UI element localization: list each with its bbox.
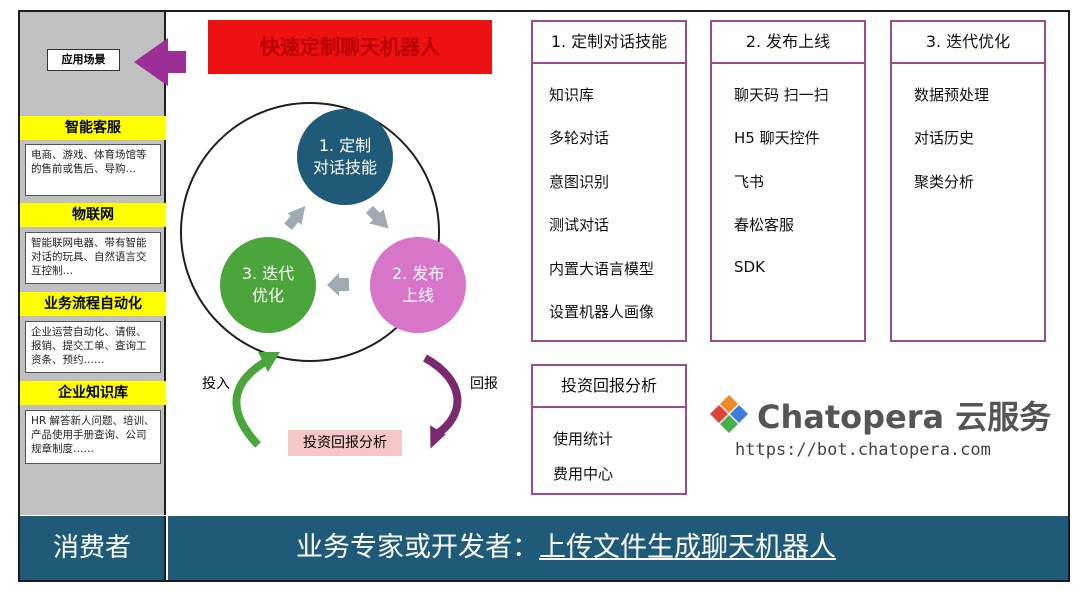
scene-label: 应用场景 <box>47 49 120 71</box>
developer-bar: 业务专家或开发者：上传文件生成聊天机器人 <box>168 516 1068 580</box>
box-item: 聚类分析 <box>914 173 975 191</box>
box-item: 设置机器人画像 <box>549 303 655 321</box>
small-arrow-icon <box>327 273 349 296</box>
box-item: 费用中心 <box>553 465 614 483</box>
small-arrow-icon <box>365 205 389 229</box>
cycle-node-customize: 1. 定制对话技能 <box>297 109 393 205</box>
input-label: 投入 <box>202 376 230 392</box>
box-item: 内置大语言模型 <box>549 260 655 278</box>
return-arrow <box>422 354 462 440</box>
feature-box-iterate: 3. 迭代优化 数据预处理 对话历史 聚类分析 <box>890 20 1046 342</box>
return-arrow-head <box>430 425 446 449</box>
page-title: 快速定制聊天机器人 <box>208 20 492 74</box>
box-item: 知识库 <box>549 86 595 104</box>
consumer-label: 消费者 <box>20 516 166 580</box>
box-item: 飞书 <box>734 173 765 191</box>
roi-label: 投资回报分析 <box>288 430 402 456</box>
box-item: 测试对话 <box>549 216 610 234</box>
box-item: 聊天码 扫一扫 <box>734 86 829 104</box>
category-desc: 智能联网电器、带有智能对话的玩具、自然语言交互控制… <box>25 232 161 284</box>
category-title: 物联网 <box>20 203 166 227</box>
box-title: 投资回报分析 <box>533 366 685 408</box>
developer-prefix: 业务专家或开发者： <box>296 532 539 563</box>
box-item: 多轮对话 <box>549 129 610 147</box>
box-item: H5 聊天控件 <box>734 129 820 147</box>
small-arrow-icon <box>284 206 306 230</box>
category-title: 企业知识库 <box>20 381 166 405</box>
chatopera-logo-icon <box>710 395 748 433</box>
outer-frame <box>18 10 1070 582</box>
cycle-graphic <box>180 102 462 449</box>
cycle-ring <box>180 102 440 362</box>
box-title: 1. 定制对话技能 <box>533 22 685 64</box>
box-item: 数据预处理 <box>914 86 990 104</box>
box-title: 3. 迭代优化 <box>892 22 1044 64</box>
input-arrow <box>232 354 274 448</box>
brand-name: Chatopera 云服务 <box>757 398 1052 436</box>
cycle-node-iterate: 3. 迭代优化 <box>220 237 316 333</box>
return-label: 回报 <box>470 376 498 392</box>
feature-box-roi: 投资回报分析 使用统计 费用中心 <box>531 364 687 495</box>
box-item: 使用统计 <box>553 430 614 448</box>
box-item: 春松客服 <box>734 216 795 234</box>
category-title: 业务流程自动化 <box>20 292 166 316</box>
box-item: 对话历史 <box>914 129 975 147</box>
category-title: 智能客服 <box>20 116 166 140</box>
feature-box-publish: 2. 发布上线 聊天码 扫一扫 H5 聊天控件 飞书 春松客服 SDK <box>710 20 866 342</box>
feature-box-customize: 1. 定制对话技能 知识库 多轮对话 意图识别 测试对话 内置大语言模型 设置机… <box>531 20 687 342</box>
category-desc: 电商、游戏、体育场馆等的售前或售后、导购… <box>25 144 161 196</box>
category-desc: 企业运营自动化、请假、报销、提交工单、查询工资条、预约…… <box>25 321 161 373</box>
input-arrow-head <box>258 352 280 372</box>
left-arrow-icon <box>134 38 186 86</box>
box-item: SDK <box>734 258 765 276</box>
cycle-node-publish: 2. 发布上线 <box>370 237 466 333</box>
box-item: 意图识别 <box>549 173 610 191</box>
box-title: 2. 发布上线 <box>712 22 864 64</box>
category-desc: HR 解答新人问题、培训、产品使用手册查询、公司规章制度…… <box>25 410 161 464</box>
upload-link[interactable]: 上传文件生成聊天机器人 <box>539 532 836 563</box>
brand-url[interactable]: https://bot.chatopera.com <box>735 440 991 460</box>
